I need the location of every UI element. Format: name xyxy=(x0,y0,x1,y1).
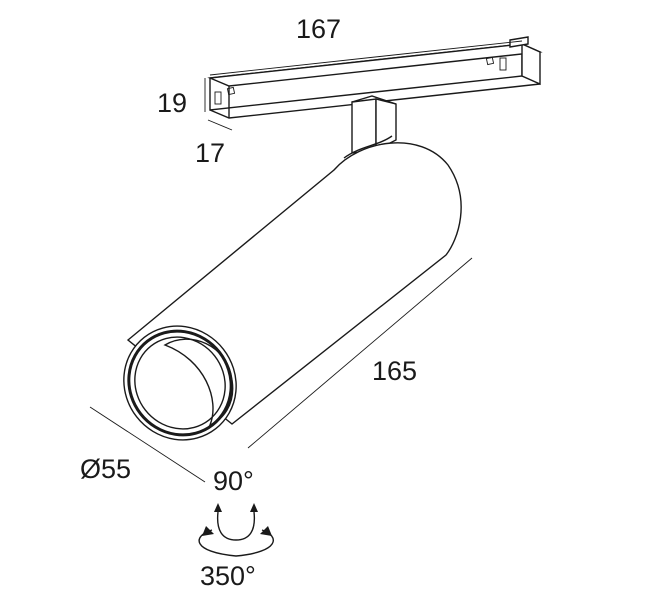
spotlight-cylinder xyxy=(123,135,462,441)
rotation-symbols xyxy=(198,503,274,557)
contact-left xyxy=(214,91,222,105)
clip-left xyxy=(226,86,236,96)
rotation-arrow-left-icon xyxy=(202,526,214,536)
dim-label-167: 167 xyxy=(296,14,341,44)
reflector-inner xyxy=(163,338,234,427)
dim-label-17: 17 xyxy=(195,138,225,168)
rear-cap-edge xyxy=(343,135,393,159)
rotation-arc xyxy=(198,529,274,557)
tilt-arc xyxy=(216,511,256,541)
angle-label-tilt: 90° xyxy=(213,466,254,496)
tilt-arrow-left-icon xyxy=(214,503,222,512)
front-bezel-outer xyxy=(123,325,237,441)
angle-label-rotation: 350° xyxy=(200,561,256,591)
dim-line-167 xyxy=(209,40,523,76)
dimension-lines xyxy=(89,40,523,483)
adapter-end-face xyxy=(521,42,541,86)
dim-line-17 xyxy=(207,119,233,131)
dim-line-diameter xyxy=(89,406,206,483)
tilt-arrow-right-icon xyxy=(250,503,258,512)
clip-right xyxy=(485,56,495,66)
dim-label-19: 19 xyxy=(157,88,187,118)
dim-line-165 xyxy=(247,257,473,449)
stem-top xyxy=(351,95,397,105)
track-adapter xyxy=(207,36,543,119)
bracket-stem xyxy=(351,95,397,154)
rotation-arrow-right-icon xyxy=(260,526,272,536)
lens-opening xyxy=(134,336,226,430)
contact-right xyxy=(499,57,507,71)
dim-label-diameter: Ø55 xyxy=(80,454,131,484)
adapter-end-cap xyxy=(509,36,529,48)
dim-label-165: 165 xyxy=(372,356,417,386)
